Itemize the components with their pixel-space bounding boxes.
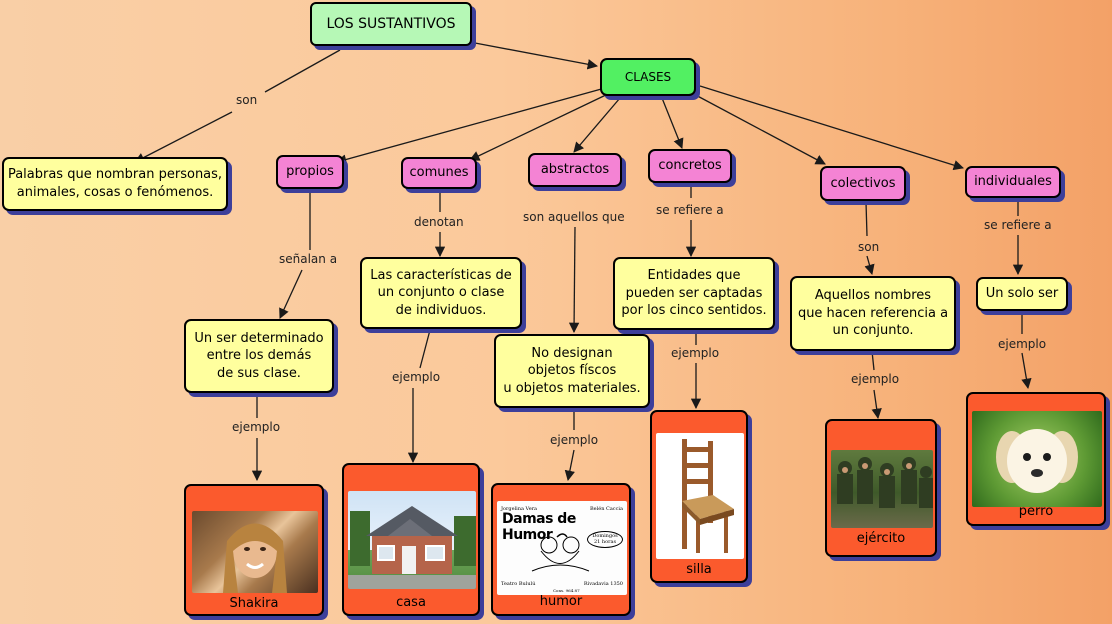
army-photo [831, 450, 933, 528]
desc-propios: Un ser determinado entre los demás de su… [184, 319, 334, 393]
label-ejemplo-colectivos: ejemplo [851, 372, 900, 386]
definition-text: Palabras que nombran personas, animales,… [7, 167, 223, 200]
title-text: LOS SUSTANTIVOS [326, 15, 456, 32]
type-individuales-label: individuales [974, 174, 1052, 190]
type-abstractos: abstractos [528, 153, 622, 187]
example-shakira: Shakira [184, 484, 324, 616]
puppy-photo [972, 411, 1102, 507]
type-concretos-label: concretos [658, 158, 722, 174]
example-perro: perro [966, 392, 1106, 526]
type-individuales: individuales [965, 166, 1061, 198]
poster-left-name: Jorgelina Vera [501, 506, 538, 512]
desc-colectivos: Aquellos nombres que hacen referencia a … [790, 276, 956, 351]
desc-individuales-text: Un solo ser [985, 286, 1059, 302]
example-ejercito: ejército [825, 419, 937, 557]
type-comunes: comunes [401, 157, 477, 189]
label-ejemplo-individuales: ejemplo [998, 337, 1047, 351]
example-silla: silla [650, 410, 748, 583]
example-casa-caption: casa [396, 595, 426, 610]
example-humor-caption: humor [539, 594, 583, 609]
humor-poster: Jorgelina Vera Belén Caccia Damas de Hum… [497, 501, 627, 595]
label-ejemplo-comunes: ejemplo [392, 370, 441, 384]
type-concretos: concretos [648, 149, 732, 183]
label-ejemplo-concretos: ejemplo [671, 346, 720, 360]
poster-address: Rivadavia 1350 [583, 581, 623, 587]
poster-phone: Cons. 964.87 [553, 588, 580, 593]
label-ejemplo-propios: ejemplo [232, 420, 281, 434]
type-propios-label: propios [286, 164, 334, 180]
clases-text: CLASES [624, 69, 672, 84]
type-comunes-label: comunes [409, 165, 469, 181]
desc-concretos: Entidades que pueden ser captadas por lo… [613, 257, 775, 330]
type-colectivos: colectivos [820, 166, 906, 201]
label-senalan-a: señalan a [279, 252, 338, 266]
label-ejemplo-abstractos: ejemplo [550, 433, 599, 447]
desc-concretos-text: Entidades que pueden ser captadas por lo… [621, 268, 767, 319]
label-son-colectivos: son [858, 240, 880, 254]
label-denotan: denotan [414, 215, 464, 229]
desc-abstractos-text: No designan objetos físcos u objetos mat… [503, 345, 641, 396]
poster-badge: Domingos 21 horas [587, 531, 623, 548]
example-casa: casa [342, 463, 480, 616]
type-abstractos-label: abstractos [540, 162, 610, 178]
poster-illustration [531, 533, 590, 572]
label-se-refiere-a: se refiere a [656, 203, 724, 217]
poster-venue: Teatro Bululú [501, 581, 536, 587]
example-humor: Jorgelina Vera Belén Caccia Damas de Hum… [491, 483, 631, 616]
example-ejercito-caption: ejército [856, 531, 906, 546]
label-son-aquellos-que: son aquellos que [523, 210, 625, 224]
desc-abstractos: No designan objetos físcos u objetos mat… [494, 334, 650, 408]
poster-right-name: Belén Caccia [590, 506, 623, 512]
type-propios: propios [276, 155, 344, 189]
desc-comunes: Las características de un conjunto o cla… [360, 257, 522, 329]
example-shakira-caption: Shakira [229, 596, 279, 611]
title-node: LOS SUSTANTIVOS [310, 2, 472, 46]
clases-node: CLASES [600, 58, 696, 96]
desc-individuales: Un solo ser [976, 277, 1068, 311]
type-colectivos-label: colectivos [830, 175, 896, 191]
desc-comunes-text: Las características de un conjunto o cla… [370, 267, 512, 318]
house-photo [348, 491, 476, 589]
poster-title: Damas de Humor [502, 511, 576, 543]
label-se-refiere-a-individuales: se refiere a [984, 218, 1052, 232]
label-son: son [236, 93, 258, 107]
definition-node: Palabras que nombran personas, animales,… [2, 157, 228, 211]
desc-colectivos-text: Aquellos nombres que hacen referencia a … [797, 288, 949, 339]
example-silla-caption: silla [686, 562, 712, 577]
example-perro-caption: perro [1018, 504, 1054, 519]
chair-photo [656, 433, 744, 559]
desc-propios-text: Un ser determinado entre los demás de su… [194, 330, 324, 381]
shakira-photo [192, 511, 318, 593]
